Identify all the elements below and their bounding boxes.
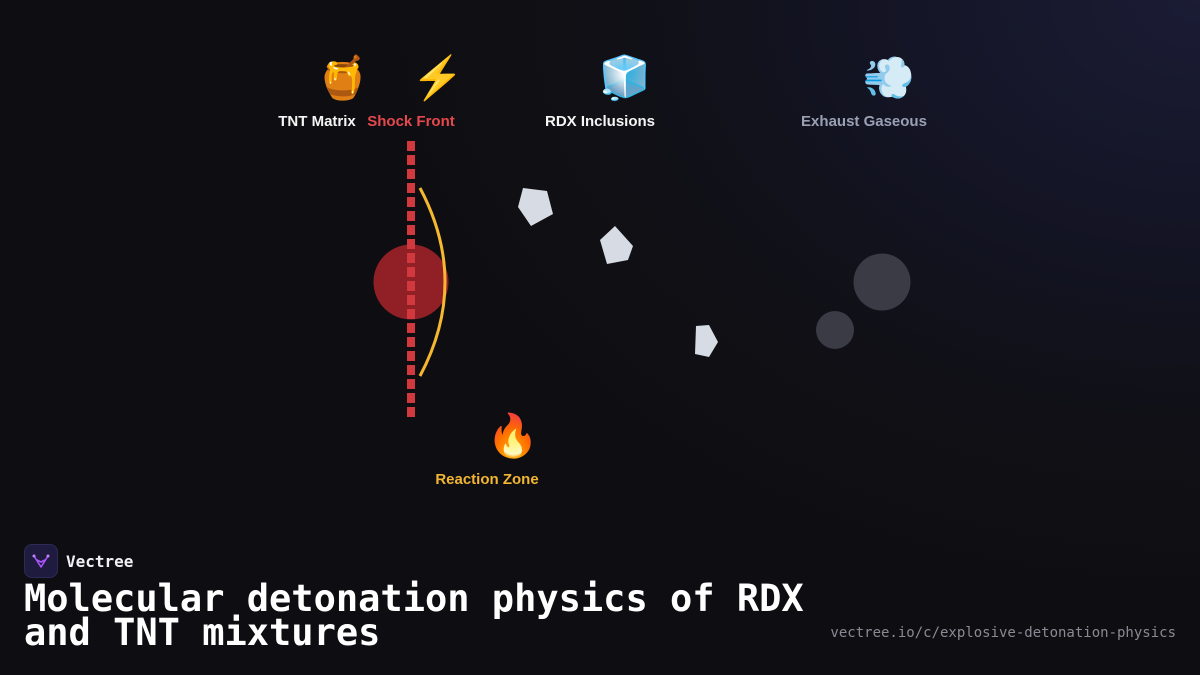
rdx-crystal [695,325,718,357]
honey-pot-icon: 🍯 [316,54,370,101]
brand-name: Vectree [66,551,134,571]
rdx-crystal [600,226,633,264]
tnt-matrix-label: TNT Matrix [278,113,356,130]
rdx-crystal [518,188,553,226]
reaction-zone-arc [418,187,447,377]
brand: Vectree [24,544,133,578]
lightning-icon: ⚡ [411,54,465,101]
source-url: vectree.io/c/explosive-detonation-physic… [830,625,1176,641]
gas-bubble [853,253,911,311]
fire-icon: 🔥 [486,412,540,459]
ice-cube-icon: 🧊 [598,54,652,101]
shock-front-label: Shock Front [367,113,455,130]
dashing-away-icon: 💨 [862,54,916,101]
page-title: Molecular detonation physics of RDX and … [24,577,804,654]
rdx-inclusions-label: RDX Inclusions [544,113,656,130]
reaction-zone-label: Reaction Zone [435,471,539,488]
vectree-logo-icon [24,544,58,578]
exhaust-gaseous-label: Exhaust Gaseous [801,113,927,130]
gas-bubble [816,311,854,349]
